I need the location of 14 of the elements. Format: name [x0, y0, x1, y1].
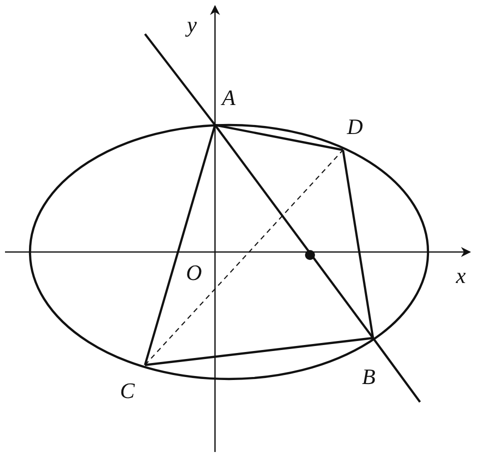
dashed-line — [144, 150, 344, 366]
point-label: C — [120, 380, 135, 402]
line-segment — [214, 124, 344, 152]
line-segment — [342, 150, 374, 338]
point-label: A — [222, 87, 236, 109]
line-segment — [214, 124, 374, 339]
line-segment — [144, 124, 216, 366]
line-segment — [144, 336, 374, 366]
axis-label: y — [187, 14, 197, 36]
point-dot — [305, 250, 315, 260]
axis-label: x — [456, 265, 466, 287]
point-label: D — [347, 116, 363, 138]
origin-label: O — [186, 262, 202, 284]
point-label: B — [362, 366, 376, 388]
